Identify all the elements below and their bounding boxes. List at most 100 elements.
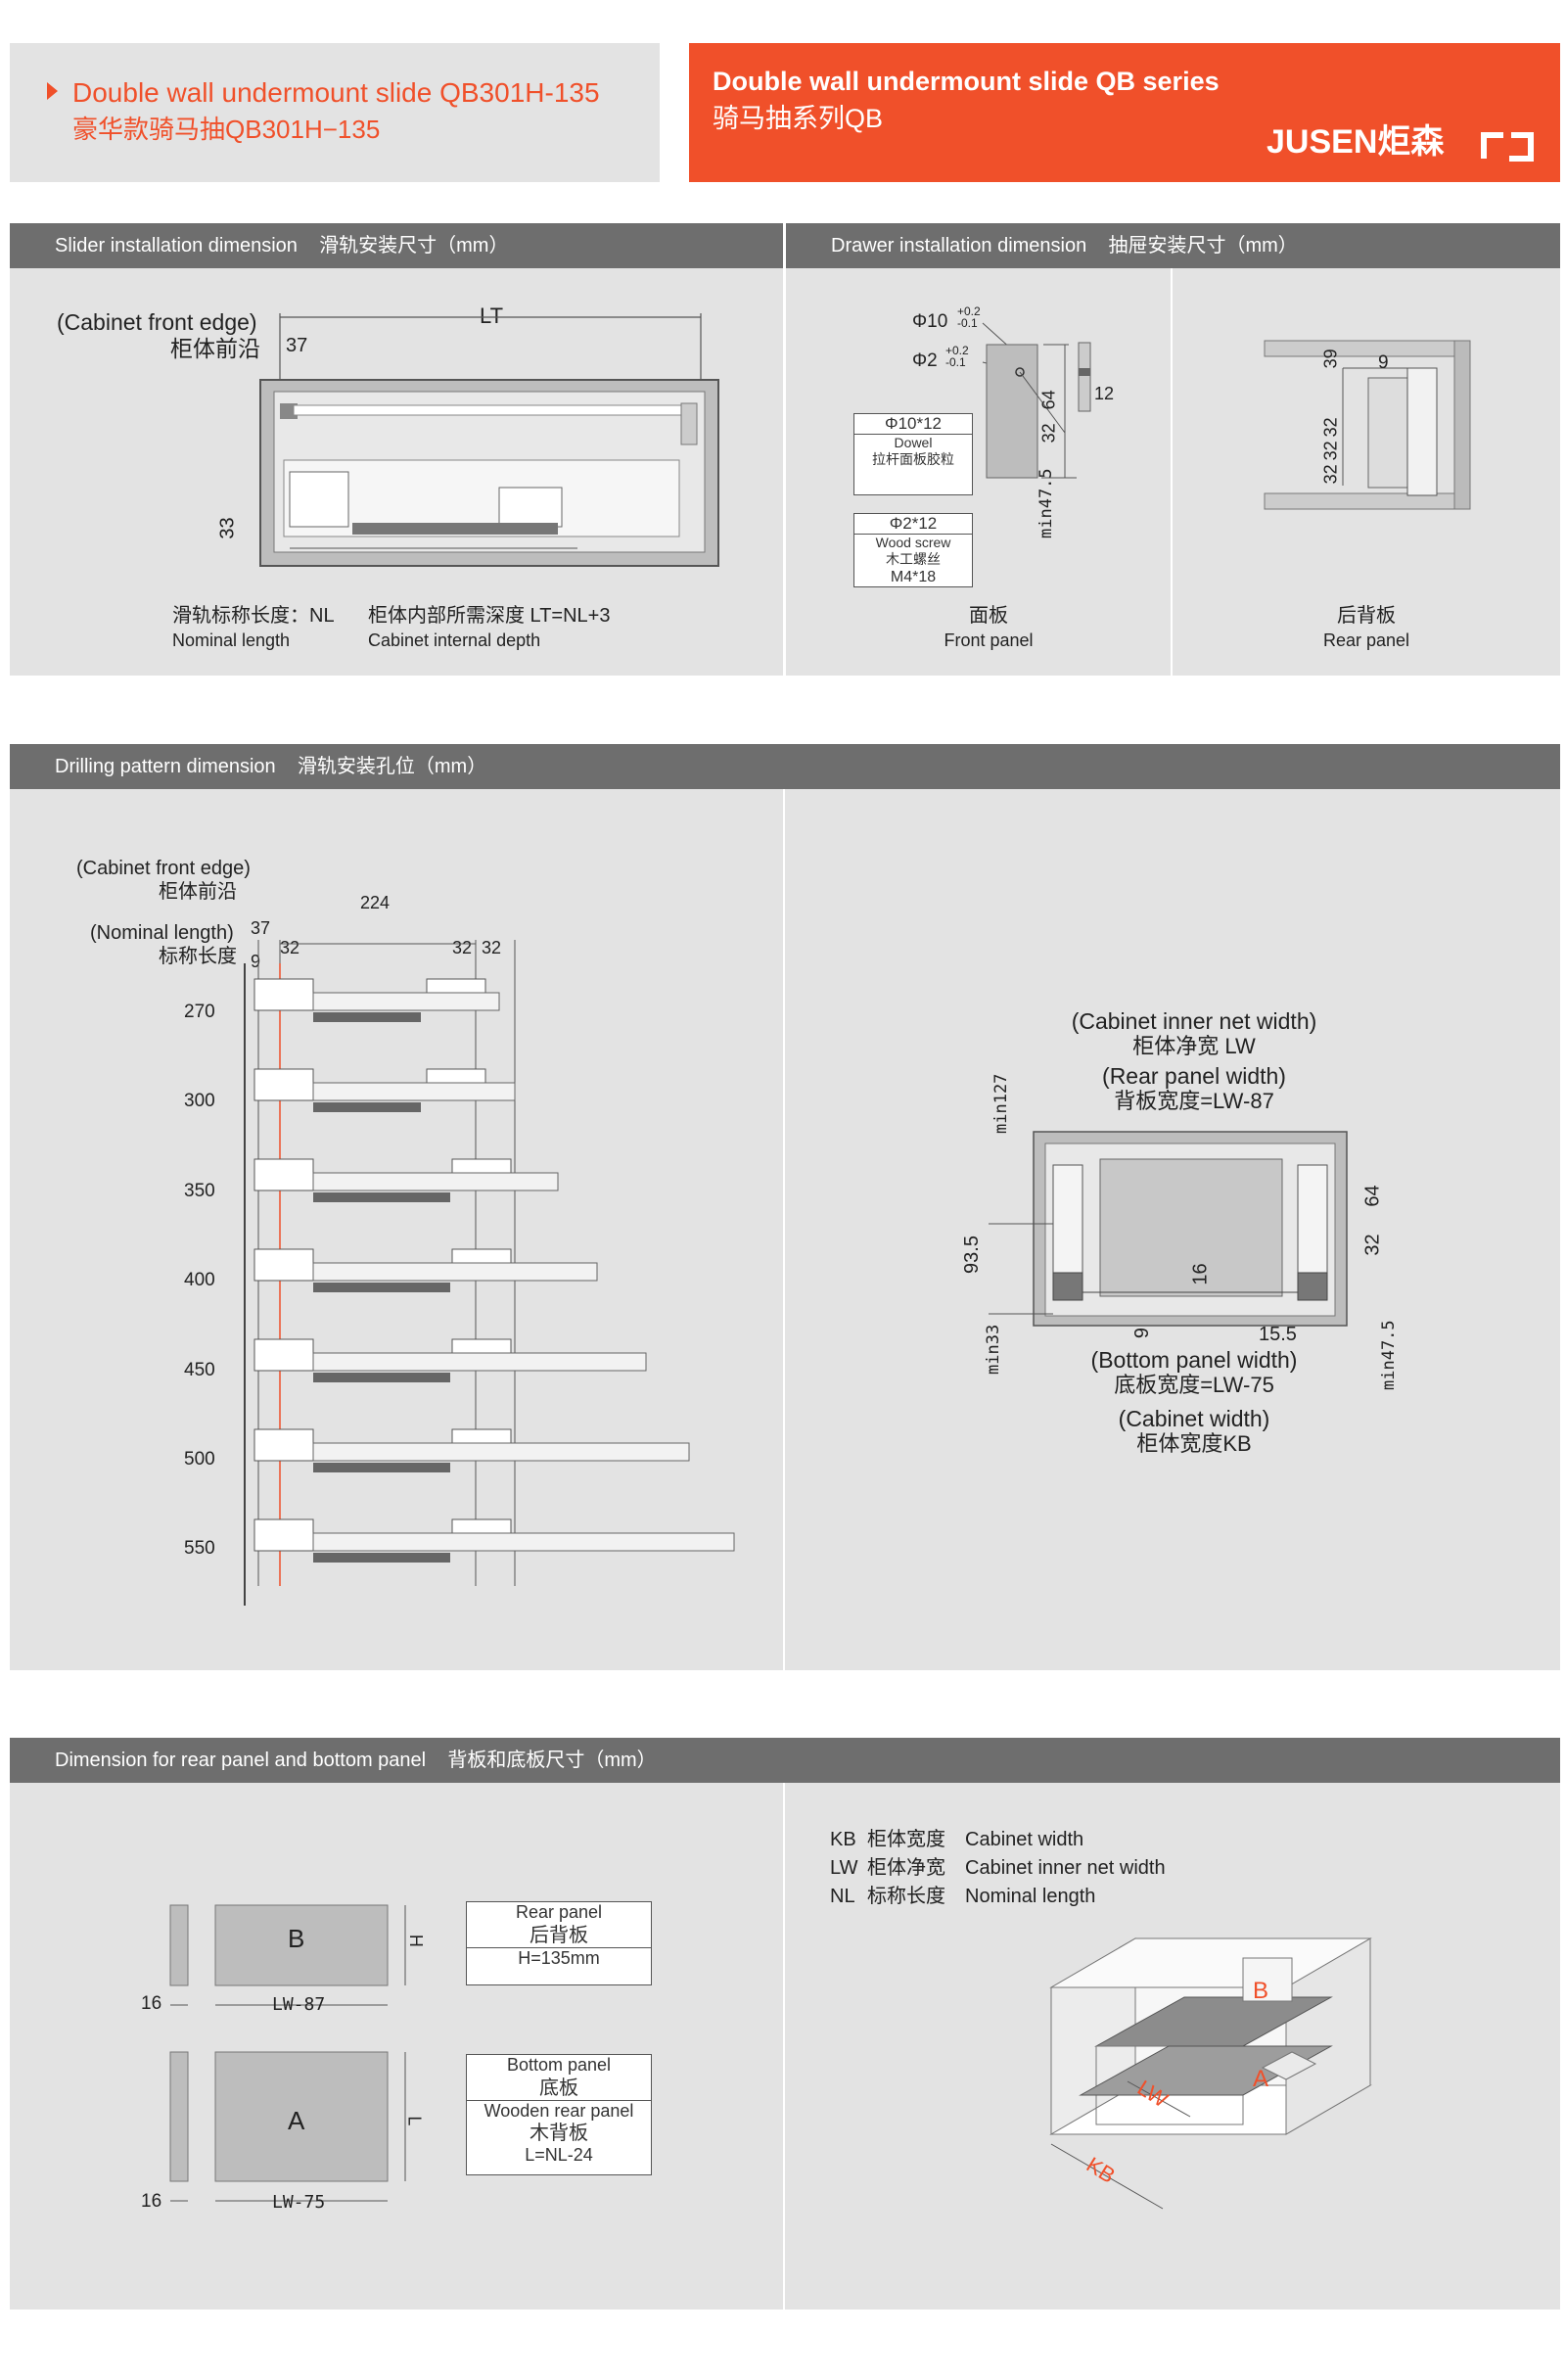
wooden-panel-box-cn: 木背板 bbox=[530, 2123, 588, 2145]
length-400: 400 bbox=[184, 1270, 215, 1290]
nominal-length-cn: 滑轨标称长度：NL bbox=[172, 605, 335, 627]
panel-b-letter: B bbox=[288, 1924, 305, 1953]
legend-en-lw: Cabinet inner net width bbox=[965, 1857, 1166, 1879]
dim-lt: LT bbox=[480, 303, 504, 328]
panel-b-dim-16: 16 bbox=[141, 1993, 162, 2014]
dim-33: 33 bbox=[216, 517, 239, 539]
screw-en: Wood screw bbox=[854, 534, 972, 551]
drill-dim-37: 37 bbox=[251, 918, 271, 938]
slide-drawings bbox=[253, 978, 735, 1563]
legend-cn-kb: 柜体宽度 bbox=[867, 1829, 945, 1850]
drill-cabinet-front-edge-cn: 柜体前沿 bbox=[159, 881, 237, 903]
drill-cabinet-front-edge-en: (Cabinet front edge) bbox=[76, 858, 251, 879]
brand-logo-text: JUSEN炬森 bbox=[1267, 123, 1445, 161]
bottom-panel-box-cn: 底板 bbox=[539, 2077, 578, 2099]
rear-dim-39: 39 bbox=[1320, 349, 1341, 369]
phi10-tolerance: +0.2 -0.1 bbox=[957, 304, 981, 330]
iso-label-a: A bbox=[1253, 2066, 1269, 2092]
cabinet-width-cn: 柜体宽度KB bbox=[1136, 1431, 1252, 1456]
wooden-panel-box-en: Wooden rear panel bbox=[467, 2099, 651, 2123]
header-left-panel: Double wall undermount slide QB301H-135 … bbox=[10, 43, 660, 182]
inner-net-width-cn: 柜体净宽 LW bbox=[1132, 1034, 1256, 1058]
length-270: 270 bbox=[184, 1002, 215, 1022]
legend-code-kb: KB bbox=[830, 1829, 856, 1850]
internal-depth-en: Cabinet internal depth bbox=[368, 630, 541, 650]
bottom-panel-box: Bottom panel 底板 Wooden rear panel 木背板 L=… bbox=[466, 2054, 652, 2175]
cross-32: 32 bbox=[1361, 1234, 1384, 1256]
dowel-size: Φ10*12 bbox=[885, 414, 942, 433]
section2-divider bbox=[783, 789, 785, 1670]
panel-a-letter: A bbox=[288, 2106, 305, 2135]
slide-300 bbox=[253, 1068, 516, 1112]
slide-270 bbox=[253, 978, 500, 1022]
panel-a-dim-16: 16 bbox=[141, 2191, 162, 2212]
cross-64: 64 bbox=[1361, 1185, 1384, 1207]
left-title-en: Double wall undermount slide QB301H-135 bbox=[72, 77, 600, 108]
drill-dim-9: 9 bbox=[251, 952, 261, 971]
screw-m: M4*18 bbox=[890, 568, 937, 585]
length-450: 450 bbox=[184, 1360, 215, 1380]
cross-section-drawing bbox=[989, 1131, 1348, 1327]
isometric-cabinet-drawing bbox=[1049, 1937, 1372, 2210]
inner-net-width-en: (Cabinet inner net width) bbox=[1071, 1008, 1317, 1034]
length-500: 500 bbox=[184, 1449, 215, 1470]
panel-b-dim-h: H bbox=[405, 1934, 426, 1947]
slide-500 bbox=[253, 1428, 690, 1472]
length-350: 350 bbox=[184, 1181, 215, 1201]
phi2-label: Φ2 bbox=[912, 350, 938, 371]
cross-min33: min33 bbox=[984, 1324, 1003, 1375]
phi2-tolerance: +0.2 -0.1 bbox=[945, 344, 969, 369]
legend-en-kb: Cabinet width bbox=[965, 1829, 1084, 1850]
drill-dim-32a: 32 bbox=[280, 938, 300, 957]
length-300: 300 bbox=[184, 1091, 215, 1111]
screw-box: Φ2*12 Wood screw 木工螺丝 M4*18 bbox=[853, 513, 973, 587]
panel-a-dim-lw75: LW-75 bbox=[272, 2192, 326, 2213]
front-dim-64: 64 bbox=[1038, 390, 1059, 410]
drill-dim-32c: 32 bbox=[482, 938, 502, 957]
front-panel-label-en: Front panel bbox=[944, 630, 1034, 650]
left-title-cn: 豪华款骑马抽QB301H−135 bbox=[72, 115, 381, 144]
legend-en-nl: Nominal length bbox=[965, 1886, 1096, 1907]
cross-9: 9 bbox=[1131, 1327, 1154, 1339]
slide-450 bbox=[253, 1338, 647, 1382]
section1-divider-right bbox=[1171, 268, 1173, 676]
rear-panel-label-en: Rear panel bbox=[1322, 630, 1410, 650]
dim-37: 37 bbox=[286, 335, 308, 356]
header-right-panel: Double wall undermount slide QB series 骑… bbox=[689, 43, 1560, 182]
triangle-bullet-icon bbox=[47, 82, 58, 100]
rear-panel-box-en: Rear panel bbox=[515, 1902, 603, 1922]
bottom-panel-box-en: Bottom panel bbox=[506, 2055, 612, 2075]
rear-panel-width-en: (Rear panel width) bbox=[1102, 1063, 1286, 1089]
slider-installation-drawing bbox=[259, 313, 719, 567]
rear-panel-box: Rear panel 后背板 H=135mm bbox=[466, 1901, 652, 1985]
section1-bar-right: Drawer installation dimension 抽屉安装尺寸（mm） bbox=[786, 223, 1560, 268]
bottom-panel-width-en: (Bottom panel width) bbox=[1090, 1347, 1298, 1373]
drill-nominal-en: (Nominal length) bbox=[90, 922, 234, 944]
rear-dim-32b: 32 bbox=[1320, 441, 1341, 461]
section3-divider bbox=[783, 1783, 785, 2310]
bottom-panel-width-cn: 底板宽度=LW-75 bbox=[1114, 1373, 1274, 1397]
dowel-box: Φ10*12 Dowel 拉杆面板胶粒 bbox=[853, 413, 973, 495]
length-550: 550 bbox=[184, 1538, 215, 1559]
iso-label-b: B bbox=[1253, 1978, 1269, 2004]
section3-bar: Dimension for rear panel and bottom pane… bbox=[10, 1738, 1560, 1783]
drill-nominal-cn: 标称长度 bbox=[159, 946, 237, 967]
nominal-length-en: Nominal length bbox=[172, 630, 291, 650]
rear-dim-32a: 32 bbox=[1320, 417, 1341, 438]
cabinet-front-edge-en: (Cabinet front edge) bbox=[57, 309, 257, 335]
cross-16: 16 bbox=[1189, 1263, 1212, 1285]
screw-size: Φ2*12 bbox=[889, 514, 938, 533]
front-panel-drawing bbox=[982, 322, 1091, 479]
section2-bar: Drilling pattern dimension 滑轨安装孔位（mm） bbox=[10, 744, 1560, 789]
rear-dim-9: 9 bbox=[1378, 352, 1389, 373]
front-dim-min47: min47.5 bbox=[1036, 468, 1056, 538]
cross-min47-5: min47.5 bbox=[1379, 1320, 1399, 1390]
legend-code-lw: LW bbox=[830, 1857, 858, 1879]
legend-cn-lw: 柜体净宽 bbox=[867, 1857, 945, 1879]
rear-panel-box-h: H=135mm bbox=[467, 1946, 651, 1970]
cabinet-width-en: (Cabinet width) bbox=[1118, 1406, 1270, 1431]
wooden-panel-box-l: L=NL-24 bbox=[525, 2145, 593, 2166]
right-title-cn: 骑马抽系列QB bbox=[713, 104, 884, 133]
screw-cn: 木工螺丝 bbox=[886, 551, 941, 568]
cabinet-front-edge-cn: 柜体前沿 bbox=[170, 336, 260, 361]
